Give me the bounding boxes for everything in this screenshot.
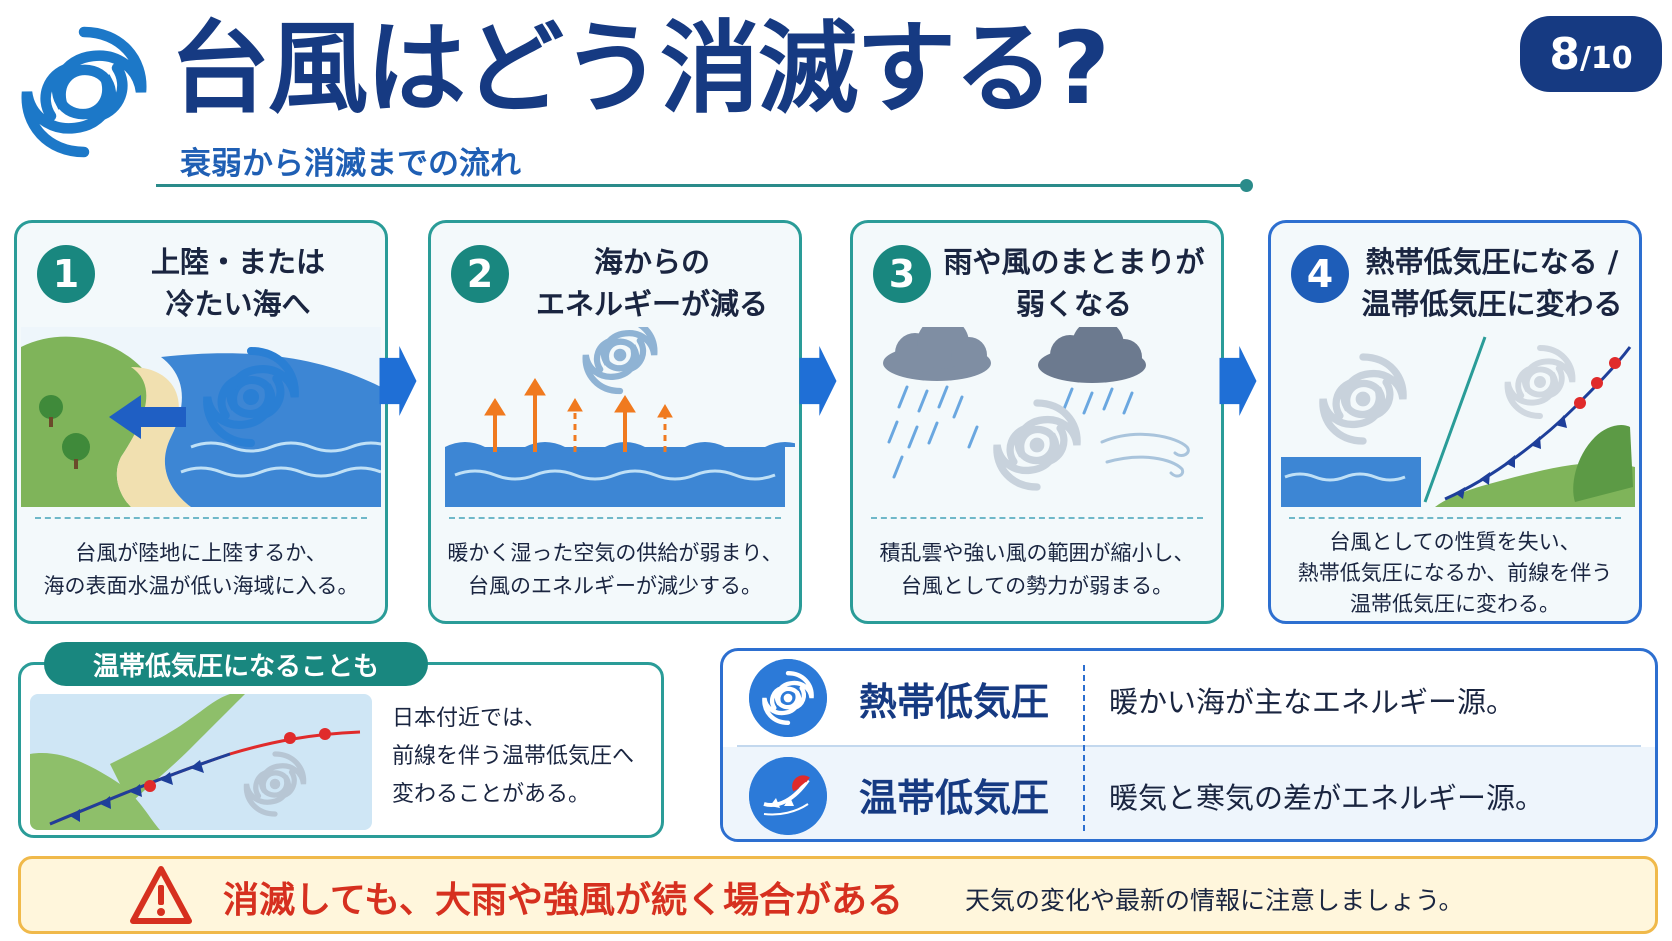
extratropical-cyclone-name: 温帯低気圧: [859, 776, 1050, 820]
step-number: 1: [37, 245, 95, 303]
step-card-4: 4 熱帯低気圧になる / 温帯低気圧に変わる 台風としての性質を失い、 熱帯低気…: [1268, 220, 1642, 624]
step-card-3: 3 雨や風のまとまりが 弱くなる 積乱雲や強い風の範囲が縮小し、 台風としての勢…: [850, 220, 1224, 624]
page-total: /10: [1579, 40, 1633, 76]
step-title: 熱帯低気圧になる / 温帯低気圧に変わる: [1361, 245, 1623, 321]
flow-arrow-icon: [799, 346, 837, 416]
tropical-cyclone-name: 熱帯低気圧: [859, 680, 1050, 724]
front-icon: [749, 757, 827, 835]
step-divider: [35, 517, 367, 519]
step-card-1: 1 上陸・または 冷たい海へ 台風が陸地に上陸するか、 海の表面水温が低い海域に…: [14, 220, 388, 624]
step-title: 海からの エネルギーが減る: [535, 245, 768, 321]
flow-arrow-icon: [379, 346, 417, 416]
comparison-column-divider: [1083, 665, 1085, 831]
step-description: 暖かく湿った空気の供給が弱まり、 台風のエネルギーが減少する。: [447, 541, 783, 598]
comparison-row-divider: [737, 745, 1641, 747]
step-description: 台風としての性質を失い、 熱帯低気圧になるか、前線を伴う 温帯低気圧に変わる。: [1297, 530, 1613, 616]
page-title: 台風はどう消滅する?: [170, 10, 1110, 127]
tropical-cyclone-desc: 暖かい海が主なエネルギー源。: [1109, 685, 1516, 719]
step-description: 積乱雲や強い風の範囲が縮小し、 台風としての勢力が弱まる。: [879, 541, 1195, 598]
note-tab-label: 温帯低気圧になることも: [44, 642, 428, 686]
title-divider: [156, 184, 1246, 187]
warning-main-text: 消滅しても、大雨や強風が続く場合がある: [223, 880, 904, 921]
warning-sub-text: 天気の変化や最新の情報に注意しましょう。: [965, 886, 1464, 915]
step-number: 3: [873, 245, 931, 303]
note-text: 日本付近では、 前線を伴う温帯低気圧へ 変わることがある。: [392, 706, 635, 807]
title-divider-dot: [1240, 179, 1253, 192]
step-title: 雨や風のまとまりが 弱くなる: [943, 245, 1205, 321]
flow-arrow-icon: [1219, 346, 1257, 416]
comparison-row-2-bg: [723, 747, 1655, 839]
warning-triangle-icon: [130, 866, 192, 924]
step-divider: [1289, 517, 1621, 519]
transition-illustration: [1281, 336, 1635, 507]
step-divider: [871, 517, 1203, 519]
tropical-cyclone-icon: [749, 659, 827, 737]
page-subtitle: 衰弱から消滅までの流れ: [180, 146, 521, 182]
step-description: 台風が陸地に上陸するか、 海の表面水温が低い海域に入る。: [43, 541, 359, 598]
step-card-2: 2 海からの エネルギーが減る 暖かく湿った空気の供給が弱まり、 台風のエネルギ…: [428, 220, 802, 624]
typhoon-swirl-icon: [14, 22, 154, 162]
landfall-illustration: [21, 327, 381, 507]
extratropical-cyclone-desc: 暖気と寒気の差がエネルギー源。: [1109, 781, 1545, 815]
warning-banner: 消滅しても、大雨や強風が続く場合がある 天気の変化や最新の情報に注意しましょう。: [18, 856, 1658, 934]
japan-front-map: [30, 694, 372, 830]
energy-decrease-illustration: [445, 327, 795, 507]
step-title: 上陸・または 冷たい海へ: [150, 245, 325, 321]
step-number: 2: [451, 245, 509, 303]
step-number: 4: [1291, 245, 1349, 303]
page-indicator: 8 /10: [1520, 16, 1662, 92]
step-divider: [449, 517, 781, 519]
cyclone-comparison-box: 熱帯低気圧 暖かい海が主なエネルギー源。 温帯低気圧 暖気と寒気の差がエネルギー…: [720, 648, 1658, 842]
weakening-rain-illustration: [883, 327, 1190, 507]
page-current: 8: [1549, 28, 1580, 80]
